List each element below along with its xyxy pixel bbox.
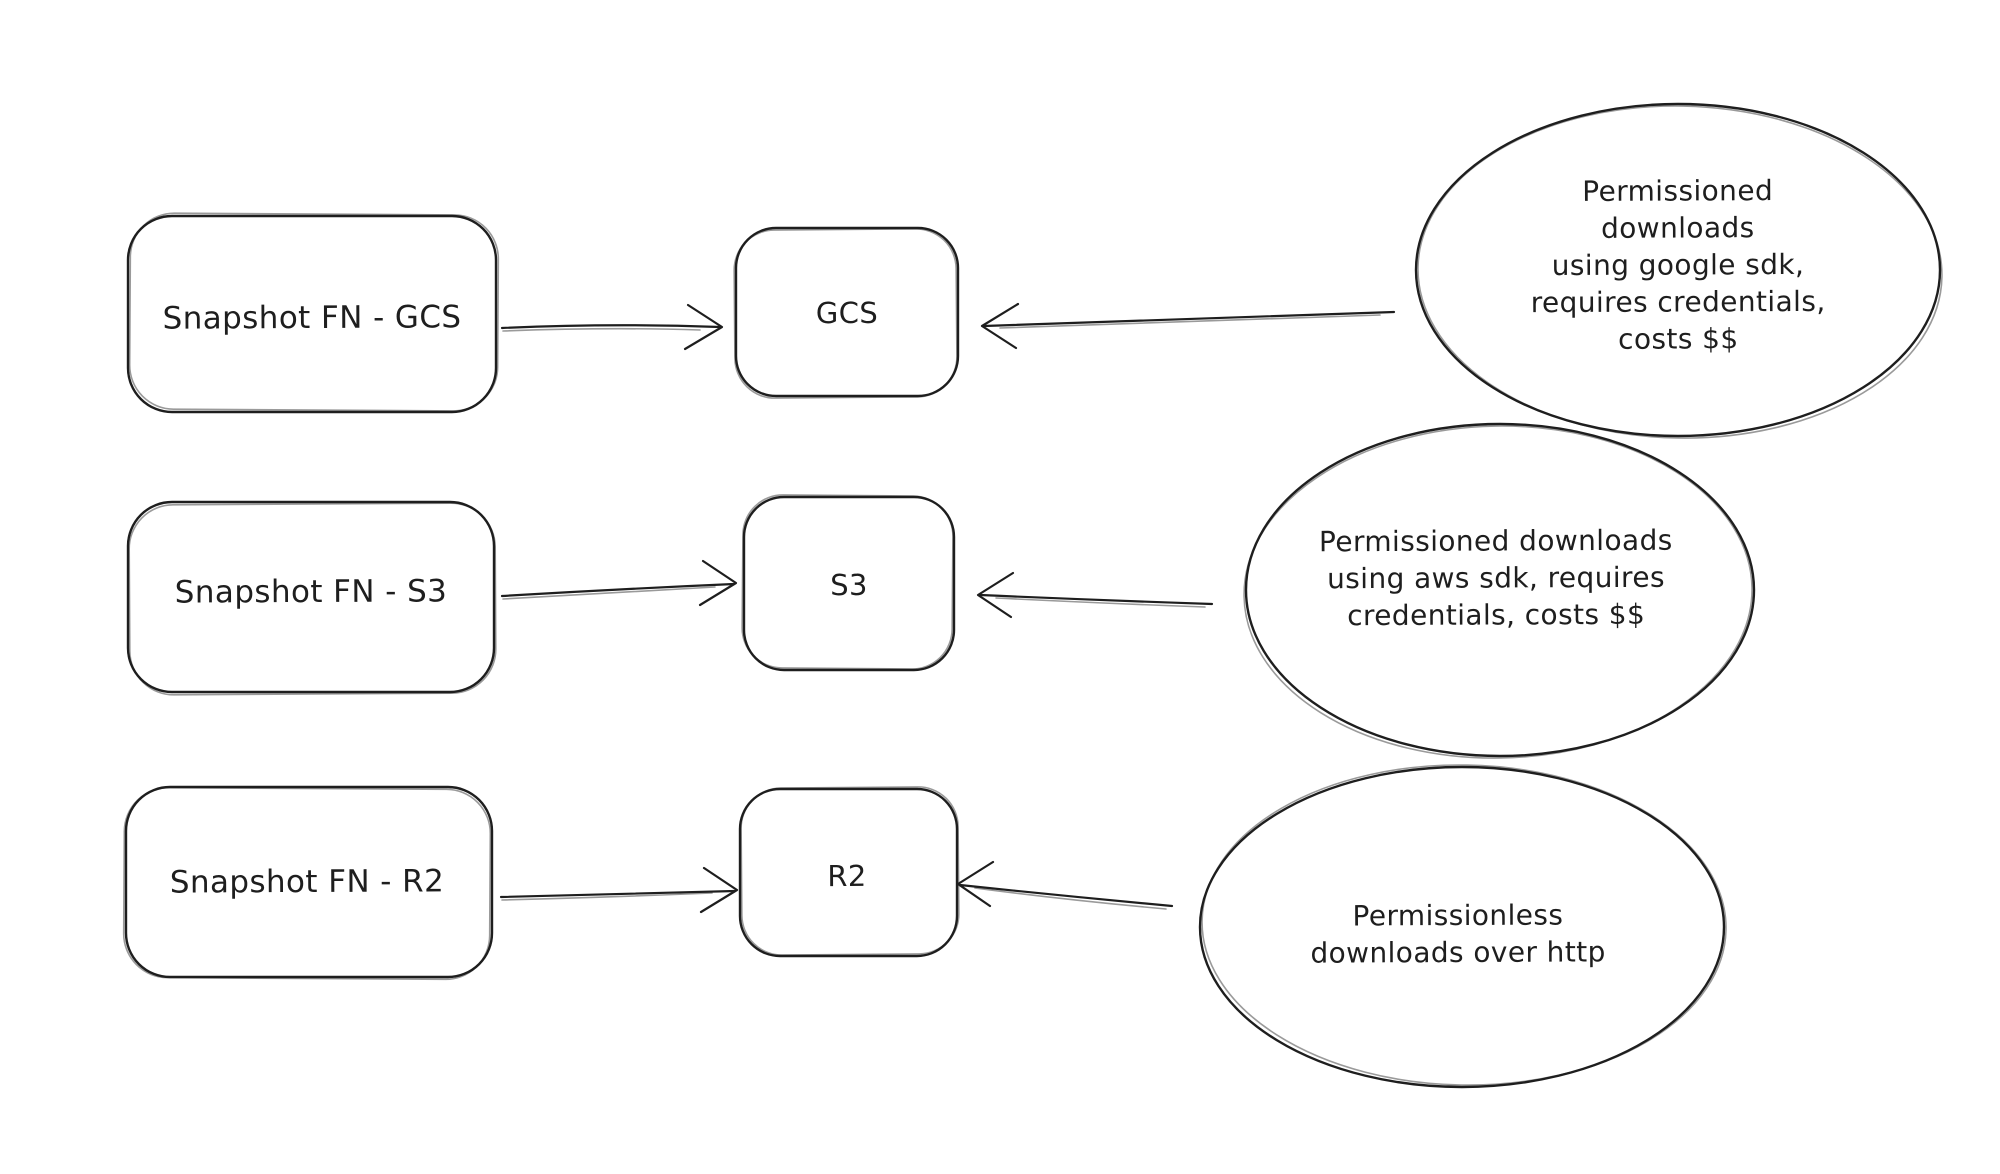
node-s3-shape (741, 494, 956, 672)
node-snapshot-fn-s3-shape (126, 500, 497, 696)
node-snapshot-fn-r2-shape (122, 785, 494, 981)
node-snapshot-fn-gcs-shape (126, 212, 500, 414)
arrow-annotation-to-r2 (956, 860, 1174, 910)
arrow-snapshot-to-gcs (500, 303, 724, 351)
annotation-ellipse-r2-shape (1198, 764, 1727, 1089)
arrow-annotation-to-gcs (980, 302, 1396, 350)
node-r2-shape (738, 786, 960, 958)
annotation-ellipse-gcs-shape (1414, 102, 1943, 439)
arrow-annotation-to-s3 (976, 571, 1214, 619)
arrow-snapshot-to-r2 (499, 866, 739, 914)
arrow-snapshot-to-s3 (500, 559, 738, 607)
annotation-ellipse-s3-shape (1243, 422, 1756, 759)
node-gcs-shape (733, 226, 960, 399)
